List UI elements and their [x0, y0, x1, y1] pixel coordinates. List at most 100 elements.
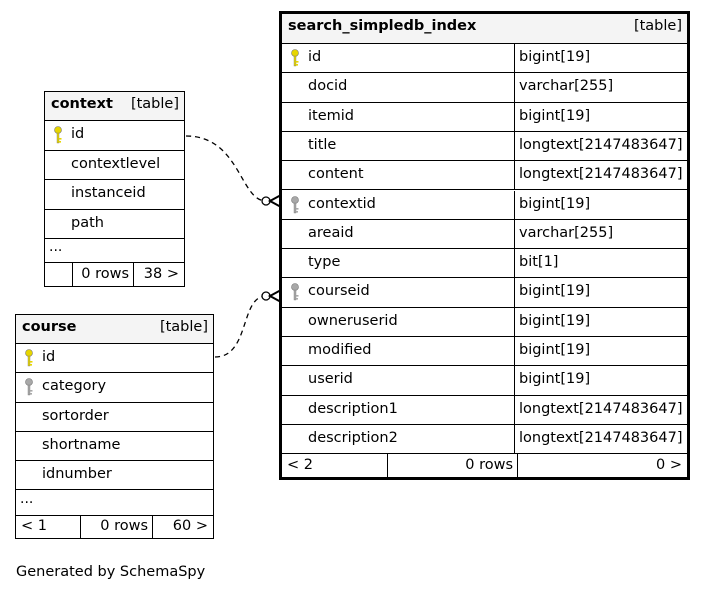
table-footer: 0 rows 38 > — [45, 263, 184, 286]
children-cell: 60 > — [152, 515, 213, 538]
column-type-cell: varchar[255] — [514, 73, 687, 102]
column-row[interactable]: category — [16, 373, 213, 403]
column-row[interactable]: id — [45, 121, 184, 151]
column-type: bit[1] — [519, 254, 559, 271]
column-type: bigint[19] — [519, 342, 591, 358]
column-type-cell: bigint[19] — [514, 190, 687, 219]
relationship-course-to-search — [214, 295, 267, 358]
table-course[interactable]: course [table] id category sortorder shortnam… — [15, 314, 214, 539]
column-row[interactable]: instanceid — [45, 180, 184, 210]
children-link[interactable]: 0 > — [656, 457, 682, 473]
column-row[interactable]: owneruserid bigint[19] — [282, 307, 687, 337]
column-type: bigint[19] — [519, 371, 591, 388]
primary-key-icon — [24, 348, 34, 368]
column-type-cell: longtext[2147483647] — [514, 161, 687, 190]
more-columns-row: ... — [45, 239, 184, 263]
column-row[interactable]: idnumber — [16, 461, 213, 491]
column-row[interactable]: content longtext[2147483647] — [282, 161, 687, 191]
children-cell: 0 > — [517, 454, 687, 477]
column-row[interactable]: description1 longtext[2147483647] — [282, 395, 687, 425]
column-row[interactable]: path — [45, 210, 184, 239]
column-name: docid — [308, 78, 348, 95]
more-columns-indicator: ... — [49, 239, 63, 255]
column-name: idnumber — [42, 466, 112, 483]
parents-link[interactable]: < 1 — [21, 518, 47, 534]
table-kind-label: [table] — [159, 319, 208, 335]
column-type-cell: bigint[19] — [514, 102, 687, 131]
column-type-cell: bigint[19] — [514, 337, 687, 366]
column-name: type — [308, 254, 341, 271]
column-type: longtext[2147483647] — [519, 429, 683, 446]
column-type: bigint[19] — [519, 107, 591, 124]
table-header: search_simpledb_index[table] — [282, 14, 687, 44]
table-kind-label: [table] — [130, 96, 179, 112]
column-row[interactable]: type bit[1] — [282, 249, 687, 279]
column-type: bigint[19] — [519, 283, 591, 300]
column-name: description2 — [308, 429, 398, 446]
primary-key-icon — [290, 48, 300, 68]
row-count: 0 rows — [100, 518, 148, 534]
column-type: bigint[19] — [519, 195, 591, 212]
column-row[interactable]: itemid bigint[19] — [282, 102, 687, 132]
row-count-cell: 0 rows — [72, 263, 134, 286]
relationship-context-to-search — [185, 135, 267, 202]
column-row[interactable]: shortname — [16, 432, 213, 462]
primary-key-icon — [53, 125, 63, 145]
children-link[interactable]: 38 > — [143, 266, 179, 282]
column-name: instanceid — [71, 185, 146, 201]
column-type-cell: bigint[19] — [514, 44, 687, 73]
column-name: sortorder — [42, 407, 109, 424]
column-name: userid — [308, 371, 353, 388]
row-count: 0 rows — [81, 266, 129, 282]
column-type: longtext[2147483647] — [519, 136, 683, 153]
column-type-cell: longtext[2147483647] — [514, 395, 687, 424]
parents-link[interactable]: < 2 — [287, 457, 313, 473]
column-type: longtext[2147483647] — [519, 400, 683, 417]
crowfoot-marker — [267, 194, 282, 208]
column-row[interactable]: sortorder — [16, 403, 213, 432]
table-context[interactable]: context[table] id contextlevel instanceid pa… — [44, 91, 185, 287]
column-row[interactable]: userid bigint[19] — [282, 366, 687, 396]
row-count-cell: 0 rows — [387, 454, 518, 477]
column-type-cell: varchar[255] — [514, 219, 687, 249]
column-name: courseid — [308, 283, 370, 300]
column-name: description1 — [308, 400, 398, 417]
credit-text: Generated by SchemaSpy — [16, 564, 206, 580]
column-type-cell: bigint[19] — [514, 307, 687, 336]
row-count-cell: 0 rows — [80, 515, 153, 538]
column-name: category — [42, 378, 107, 395]
column-row[interactable]: id — [16, 344, 213, 374]
table-header: context[table] — [45, 92, 184, 121]
column-name: id — [71, 126, 85, 142]
column-type: bigint[19] — [519, 49, 591, 65]
row-count: 0 rows — [465, 457, 513, 473]
column-name: owneruserid — [308, 312, 398, 329]
column-row[interactable]: description2 longtext[2147483647] — [282, 424, 687, 455]
column-row[interactable]: contextlevel — [45, 151, 184, 180]
column-type-cell: bit[1] — [514, 249, 687, 278]
column-type: bigint[19] — [519, 312, 591, 329]
more-columns-row: ... — [16, 491, 213, 516]
more-columns-indicator: ... — [20, 490, 34, 507]
column-name: shortname — [42, 436, 121, 453]
column-row[interactable]: docid varchar[255] — [282, 73, 687, 103]
crowfoot-marker — [267, 289, 282, 303]
column-type-cell: bigint[19] — [514, 366, 687, 395]
children-link[interactable]: 60 > — [172, 518, 208, 534]
column-type: varchar[255] — [519, 224, 614, 241]
table-kind-label: [table] — [633, 18, 682, 34]
column-row[interactable]: courseid bigint[19] — [282, 278, 687, 308]
table-name: course — [22, 319, 77, 335]
column-name: itemid — [308, 107, 354, 124]
table-footer: < 2 0 rows 0 > — [282, 454, 687, 477]
column-name: content — [308, 166, 364, 183]
table-header: course [table] — [16, 315, 213, 344]
column-name: contextlevel — [71, 155, 161, 172]
